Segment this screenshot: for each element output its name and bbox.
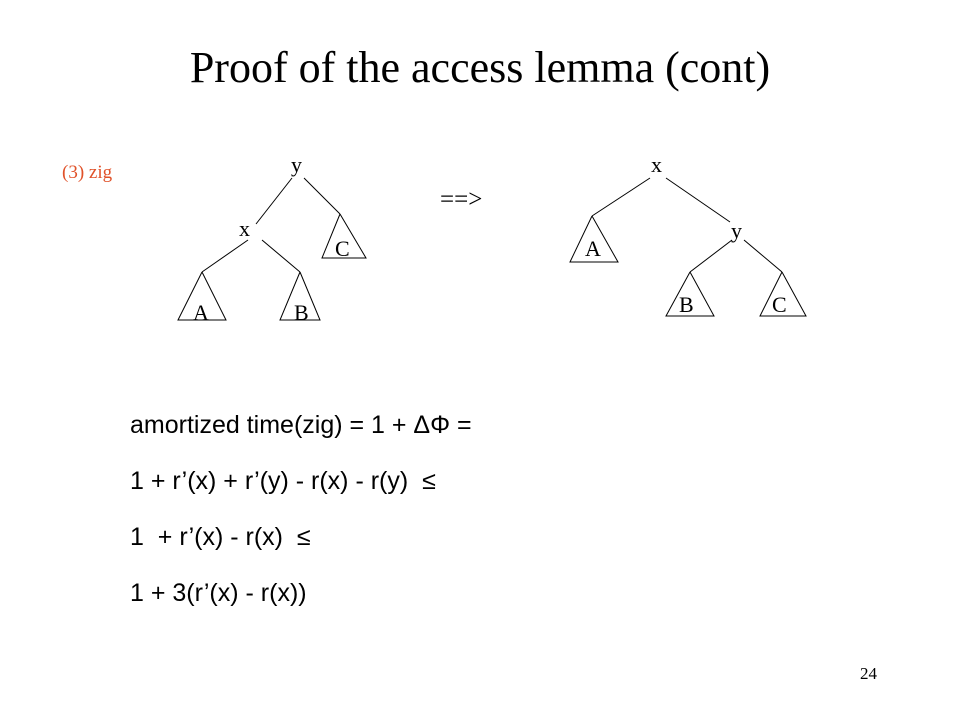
formula-line: amortized time(zig) = 1 + ΔΦ =	[130, 411, 472, 439]
formula-line: 1 + r’(x) + r’(y) - r(x) - r(y) ≤	[130, 467, 436, 495]
before-child-label: x	[239, 216, 250, 241]
page-number: 24	[860, 664, 877, 683]
transform-arrow: ==>	[440, 186, 483, 213]
tree-after	[569, 177, 807, 317]
after-root-label: x	[651, 152, 662, 177]
tree-before	[177, 177, 367, 321]
after-subtree-a: A	[585, 236, 601, 261]
before-root-label: y	[291, 152, 302, 177]
formula-block: amortized time(zig) = 1 + ΔΦ = 1 + r’(x)…	[130, 408, 472, 632]
after-subtree-b: B	[679, 292, 694, 317]
before-subtree-a: A	[193, 300, 209, 325]
case-label: (3) zig	[62, 162, 113, 183]
formula-line: 1 + 3(r’(x) - r(x))	[130, 579, 307, 607]
slide-title: Proof of the access lemma (cont)	[189, 43, 771, 92]
before-subtree-b: B	[294, 300, 309, 325]
after-subtree-c: C	[772, 292, 787, 317]
before-subtree-c: C	[335, 236, 350, 261]
formula-line: 1 + r’(x) - r(x) ≤	[130, 523, 311, 551]
after-child-label: y	[731, 218, 742, 243]
